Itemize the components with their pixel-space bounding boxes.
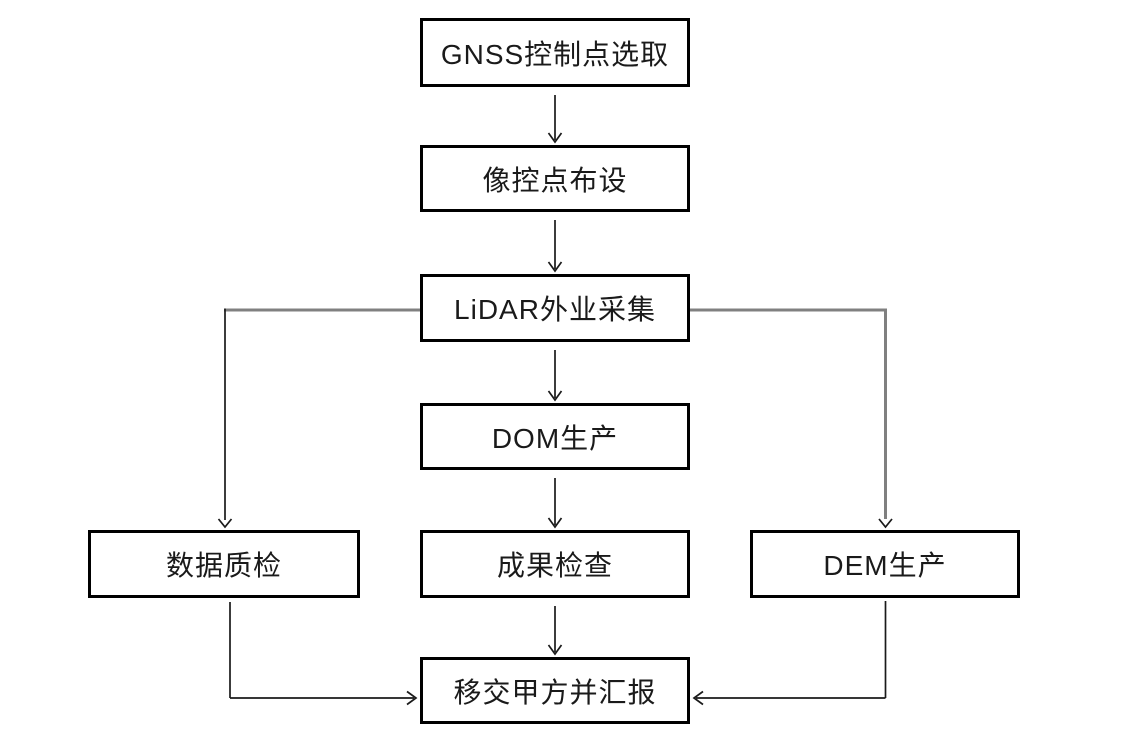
edge-lidar-to-data-qc: [217, 308, 420, 529]
node-label: 数据质检: [165, 550, 282, 581]
node-label: DOM生产: [491, 422, 619, 454]
edge-data-qc-to-handover: [229, 602, 418, 706]
edge-dem-to-handover: [692, 601, 887, 706]
edge-dom-to-result-check: [547, 478, 563, 529]
node-dom-production: DOM生产: [420, 403, 690, 470]
edge-lidar-to-dem: [690, 308, 893, 529]
node-label: LiDAR外业采集: [454, 294, 656, 325]
node-data-quality-check: 数据质检: [88, 530, 360, 598]
edge-result-check-to-handover: [547, 606, 563, 656]
node-label: 像控点布设: [482, 164, 628, 196]
node-label: 成果检查: [496, 550, 613, 581]
edge-imgctrl-to-lidar: [547, 220, 563, 273]
edge-gnss-to-imgctrl: [547, 95, 563, 144]
node-dem-production: DEM生产: [750, 530, 1020, 598]
node-result-inspection: 成果检查: [420, 530, 690, 598]
node-label: GNSS控制点选取: [440, 38, 670, 70]
edge-lidar-to-dom: [547, 350, 563, 402]
node-label: DEM生产: [823, 550, 947, 581]
node-handover-and-report: 移交甲方并汇报: [420, 657, 690, 724]
node-label: 移交甲方并汇报: [453, 676, 657, 708]
node-gnss-control-point-selection: GNSS控制点选取: [420, 18, 690, 87]
node-image-control-point-layout: 像控点布设: [420, 145, 690, 212]
node-lidar-field-collection: LiDAR外业采集: [420, 274, 690, 342]
